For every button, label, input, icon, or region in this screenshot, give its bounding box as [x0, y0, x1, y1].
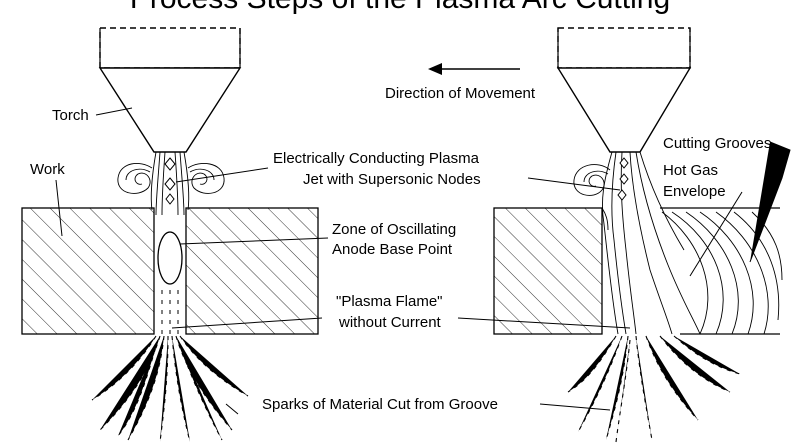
right-sparks	[567, 335, 741, 443]
right-gas-swirls	[573, 164, 611, 196]
hot-gas-label-line2: Envelope	[663, 183, 726, 200]
torch-label: Torch	[52, 107, 89, 124]
direction-arrow	[428, 63, 520, 75]
right-torch	[556, 27, 692, 153]
zone-label-line1: Zone of Oscillating	[332, 221, 456, 238]
left-sparks	[91, 335, 249, 443]
plasma-jet-label-line2: Jet with Supersonic Nodes	[303, 171, 481, 188]
direction-label: Direction of Movement	[385, 85, 536, 102]
flame-label-line2: without Current	[338, 314, 442, 331]
left-torch	[98, 27, 242, 153]
sparks-label: Sparks of Material Cut from Groove	[262, 396, 498, 413]
flame-label-line1: "Plasma Flame"	[336, 293, 443, 310]
left-gas-swirls	[117, 162, 225, 194]
right-plasma-jet	[601, 151, 701, 335]
work-label: Work	[30, 161, 65, 178]
right-workpiece	[493, 207, 783, 335]
left-plasma-jet	[150, 151, 190, 334]
plasma-jet-label-line1: Electrically Conducting Plasma	[273, 150, 480, 167]
leader-lines	[55, 107, 791, 415]
diagram-title: Process Steps of the Plasma Arc Cutting	[130, 0, 670, 15]
hot-gas-label-line1: Hot Gas	[663, 162, 718, 179]
cutting-grooves-label: Cutting Grooves	[663, 135, 771, 152]
zone-label-line2: Anode Base Point	[332, 241, 453, 258]
